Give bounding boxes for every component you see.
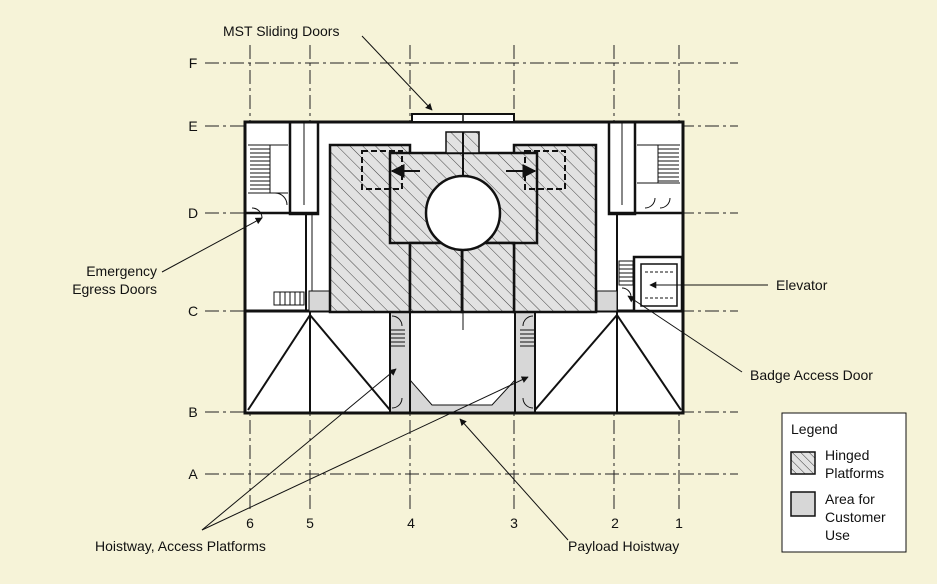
grid-label-2: 2 — [611, 515, 619, 531]
legend-swatch-customer — [790, 491, 816, 517]
leader-lines — [161, 35, 768, 541]
legend-customer-line3: Use — [825, 527, 850, 543]
customer-area-hoistway-right — [514, 311, 536, 413]
legend-customer-line1: Area for — [825, 491, 875, 507]
left-stair-tower — [245, 120, 320, 311]
grid-label-a: A — [188, 466, 198, 482]
hinged-platform-lower-right — [460, 241, 516, 314]
callout-labels: MST Sliding Doors Emergency Egress Doors… — [72, 23, 873, 554]
grid-label-4: 4 — [407, 515, 415, 531]
hinged-platform-lower-left — [408, 241, 464, 314]
legend-box — [781, 412, 907, 553]
label-badge-access-door: Badge Access Door — [750, 367, 873, 383]
leader-mst-sliding-doors — [361, 35, 433, 111]
right-stair-tower — [607, 120, 683, 311]
leader-payload-hoistway — [459, 418, 569, 541]
grid-label-6: 6 — [246, 515, 254, 531]
legend: Legend Hinged Platforms Area for Custome… — [781, 412, 907, 553]
label-emergency-line1: Emergency — [86, 263, 157, 279]
grid-label-e: E — [188, 118, 197, 134]
customer-area-hoistway-left — [389, 311, 411, 413]
legend-customer-line2: Customer — [825, 509, 886, 525]
legend-title: Legend — [791, 421, 838, 437]
customer-use-areas — [308, 290, 618, 413]
label-elevator: Elevator — [776, 277, 828, 293]
label-payload-hoistway: Payload Hoistway — [568, 538, 679, 554]
leader-hoistway-left — [201, 368, 397, 531]
grid-label-1: 1 — [675, 515, 683, 531]
grid-label-5: 5 — [306, 515, 314, 531]
grid-labels: F E D C B A 6 5 4 3 2 1 — [188, 55, 683, 531]
leader-hoistway-right — [201, 376, 529, 531]
legend-hinged-line2: Platforms — [825, 465, 884, 481]
customer-area-left — [308, 290, 331, 312]
legend-swatch-hinged — [790, 451, 816, 475]
label-mst-sliding-doors: MST Sliding Doors — [223, 23, 339, 39]
label-hoistway-access-platforms: Hoistway, Access Platforms — [95, 538, 266, 554]
grid-label-c: C — [188, 303, 198, 319]
leader-badge-access-door — [627, 295, 743, 373]
grid-label-f: F — [189, 55, 198, 71]
label-emergency-line2: Egress Doors — [72, 281, 157, 297]
grid-label-3: 3 — [510, 515, 518, 531]
payload-hoistway-circle — [424, 174, 502, 252]
customer-area-right — [596, 290, 618, 312]
leader-emergency-egress — [161, 217, 263, 273]
legend-hinged-line1: Hinged — [825, 447, 869, 463]
grid-label-d: D — [188, 205, 198, 221]
lower-level — [247, 311, 682, 413]
grid-label-b: B — [188, 404, 197, 420]
elevator-shaft — [618, 255, 684, 313]
